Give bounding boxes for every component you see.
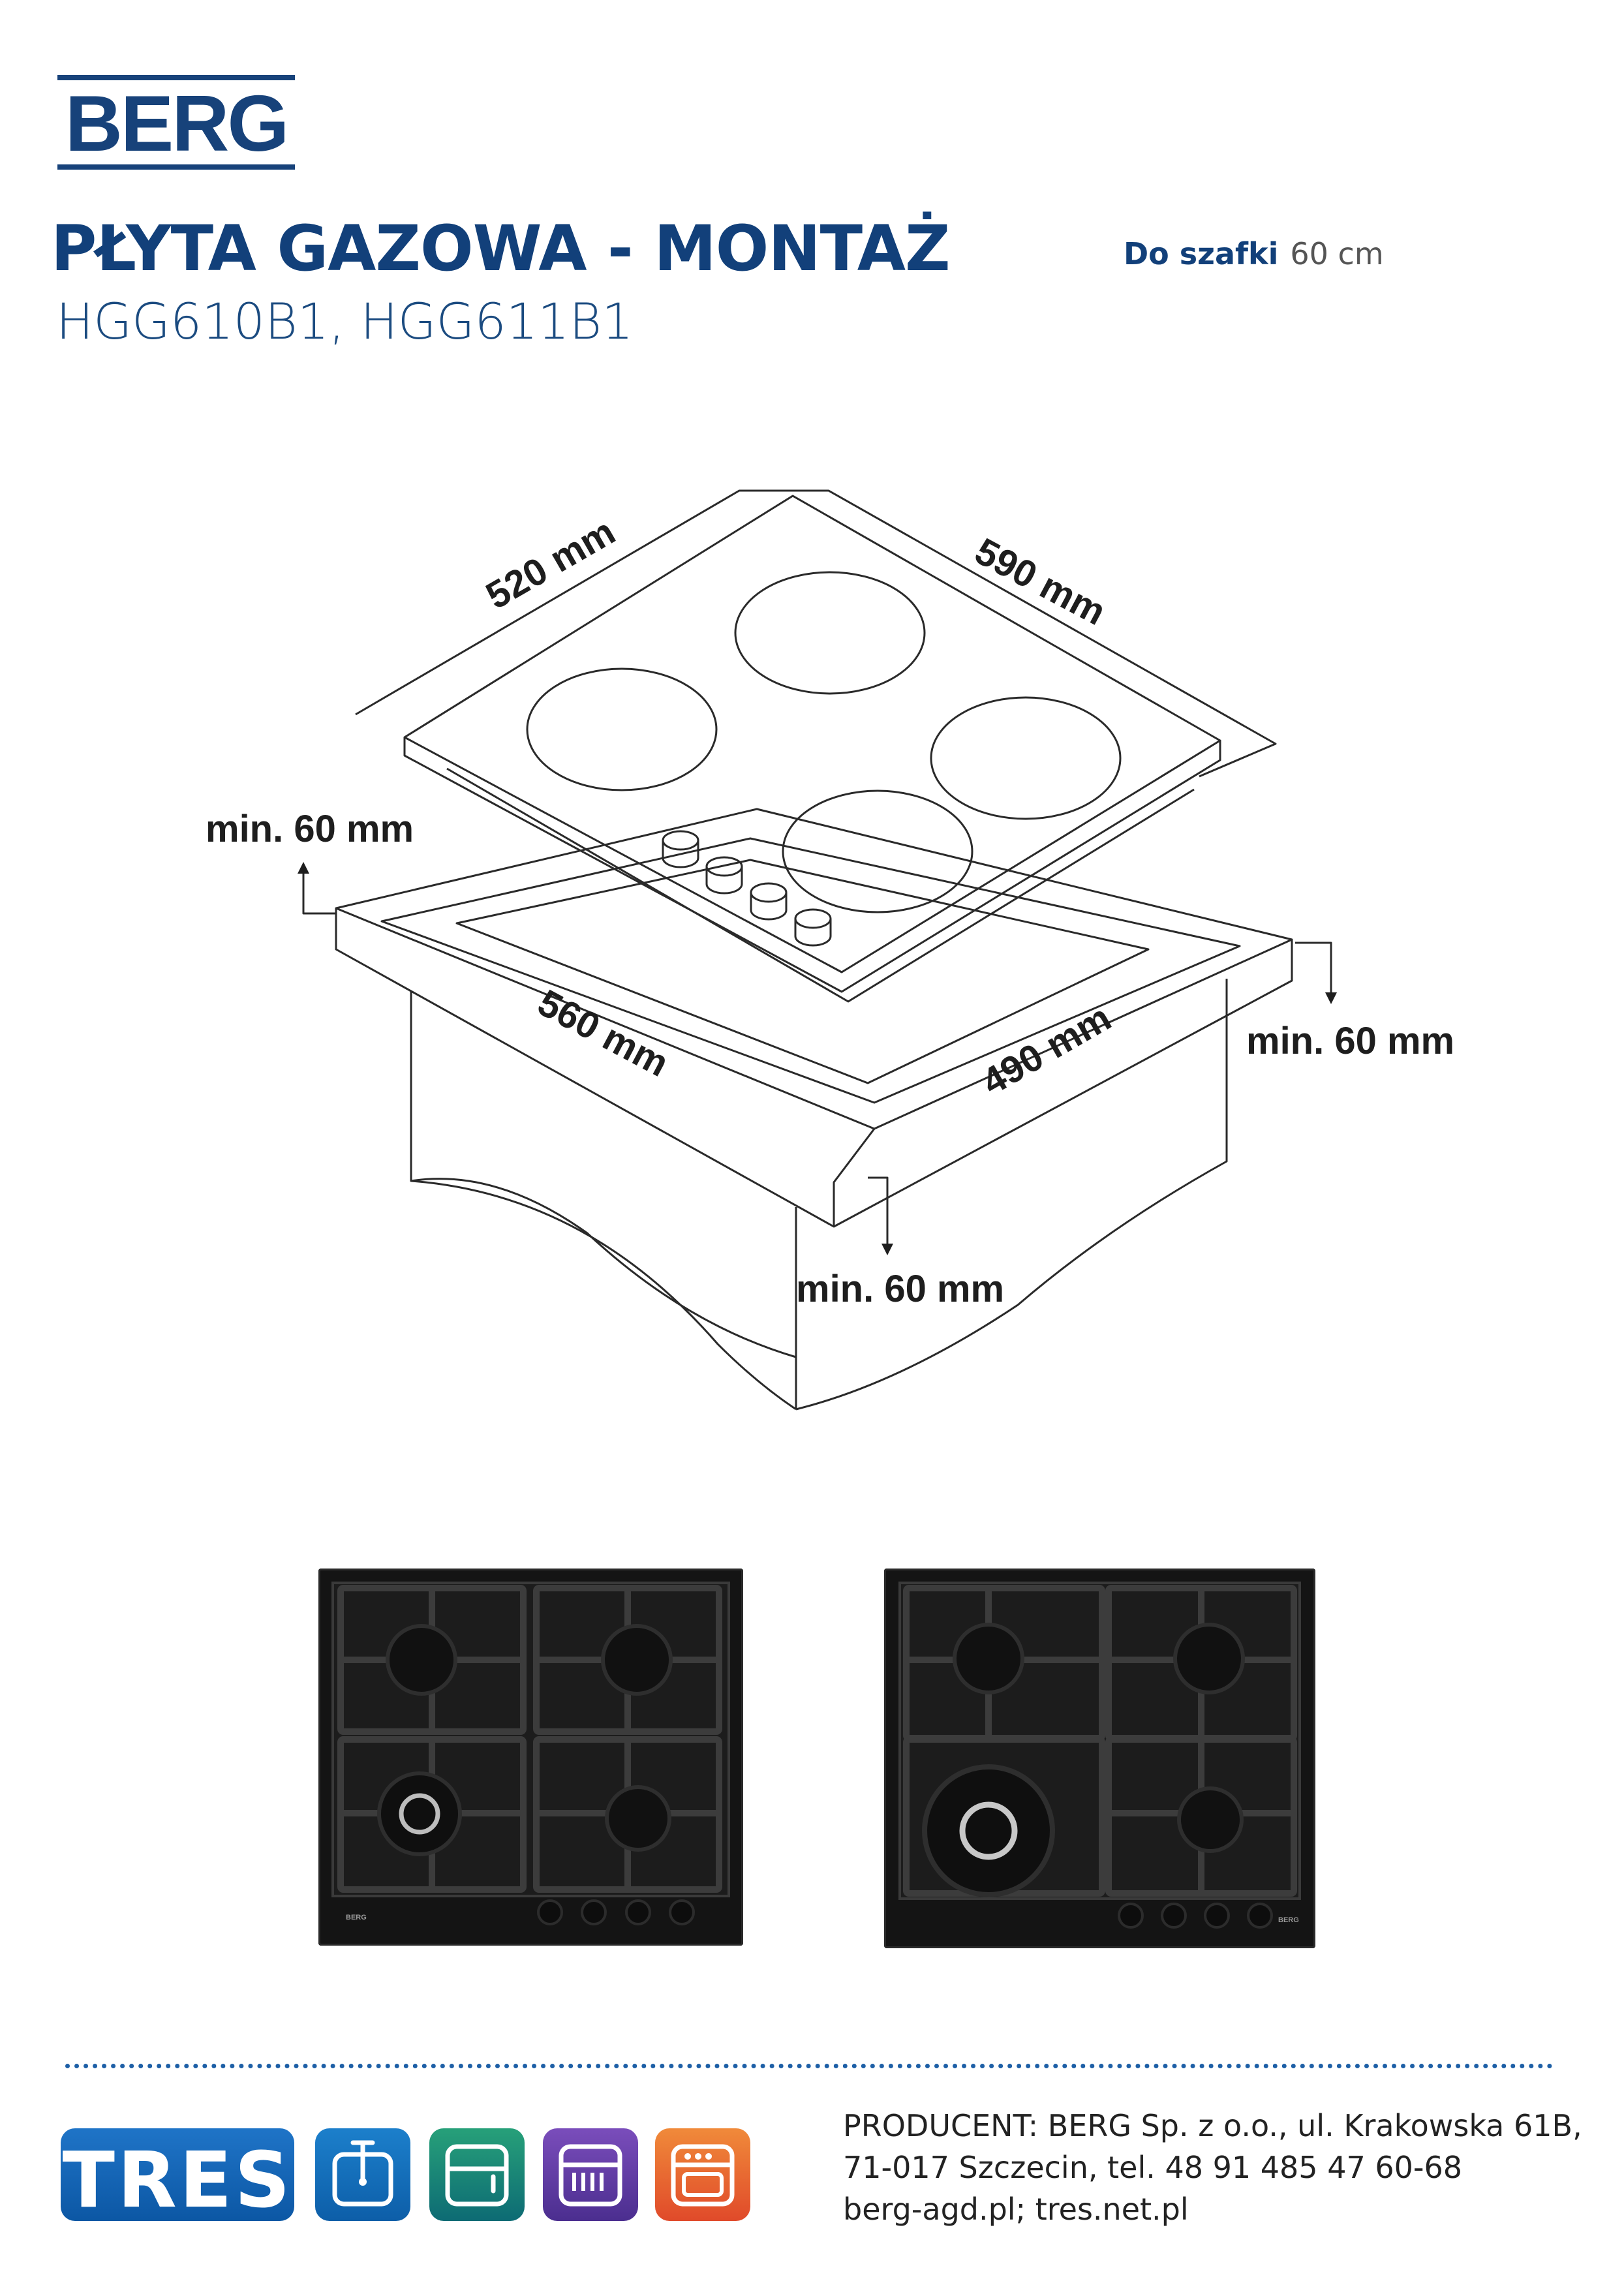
- clearance-left-line: [298, 862, 336, 915]
- cabinet-base: [410, 1180, 797, 1411]
- countertop-cutout: [380, 837, 1241, 1104]
- hob-illustration: BERG: [898, 1582, 1301, 1929]
- clearance-right-label: min. 60 mm: [1246, 1020, 1454, 1062]
- hob-photo-hgg611b1: BERG: [884, 1569, 1315, 1948]
- cabinet-left: [410, 992, 797, 1358]
- hob-plate-edge: [403, 737, 1221, 993]
- model-numbers: HGG610B1, HGG611B1: [56, 292, 634, 350]
- page-title: PŁYTA GAZOWA - MONTAŻ: [51, 212, 951, 285]
- cabinet-curve: [795, 979, 1228, 1411]
- cabinet-label: Do szafki: [1124, 236, 1279, 271]
- cabinet-value: 60 cm: [1290, 236, 1384, 271]
- producer-line-3: berg-agd.pl; tres.net.pl: [843, 2192, 1189, 2227]
- countertop-inner: [455, 859, 1150, 1084]
- hob-plate-bottom: [446, 767, 1195, 1003]
- logo-bar-top: [57, 75, 295, 80]
- burner-rear: [734, 571, 926, 695]
- clearance-right-line: [1295, 941, 1337, 1004]
- logo-bar-bottom: [57, 164, 295, 170]
- hob-brand-mark: BERG: [1278, 1916, 1299, 1924]
- tres-logo-text: TRES: [62, 2135, 293, 2225]
- berg-logo: BERG: [57, 75, 295, 170]
- burner-left: [526, 667, 718, 791]
- sink-icon: [315, 2128, 410, 2221]
- hob-photo-hgg610b1: BERG: [318, 1569, 743, 1946]
- installation-diagram: 520 mm 590 mm 560 mm 490 mm min. 60 mm m…: [206, 489, 1454, 1411]
- producer-line-2: 71-017 Szczecin, tel. 48 91 485 47 60-68: [843, 2150, 1463, 2185]
- dishwasher-icon: [543, 2128, 638, 2221]
- clearance-front-label: min. 60 mm: [796, 1268, 1004, 1310]
- clearance-front-line: [868, 1176, 893, 1255]
- footer-divider: [65, 2064, 1553, 2068]
- hob-illustration: BERG: [331, 1582, 730, 1925]
- hob-brand-mark: BERG: [346, 1914, 367, 1921]
- burner-front: [782, 789, 973, 913]
- burner-right: [930, 696, 1122, 820]
- countertop-lip: [833, 1128, 876, 1227]
- producer-info: PRODUCENT: BERG Sp. z o.o., ul. Krakowsk…: [843, 2105, 1593, 2230]
- producer-line-1: PRODUCENT: BERG Sp. z o.o., ul. Krakowsk…: [843, 2108, 1582, 2143]
- tres-logo: TRES: [61, 2128, 294, 2225]
- oven-icon: [655, 2128, 750, 2221]
- fridge-icon: [429, 2128, 525, 2221]
- guide-line-520: [355, 489, 1277, 778]
- cabinet-size: Do szafki 60 cm: [1124, 236, 1384, 271]
- knobs: [662, 830, 832, 947]
- clearance-left-label: min. 60 mm: [206, 808, 414, 850]
- logo-text: BERG: [65, 79, 289, 168]
